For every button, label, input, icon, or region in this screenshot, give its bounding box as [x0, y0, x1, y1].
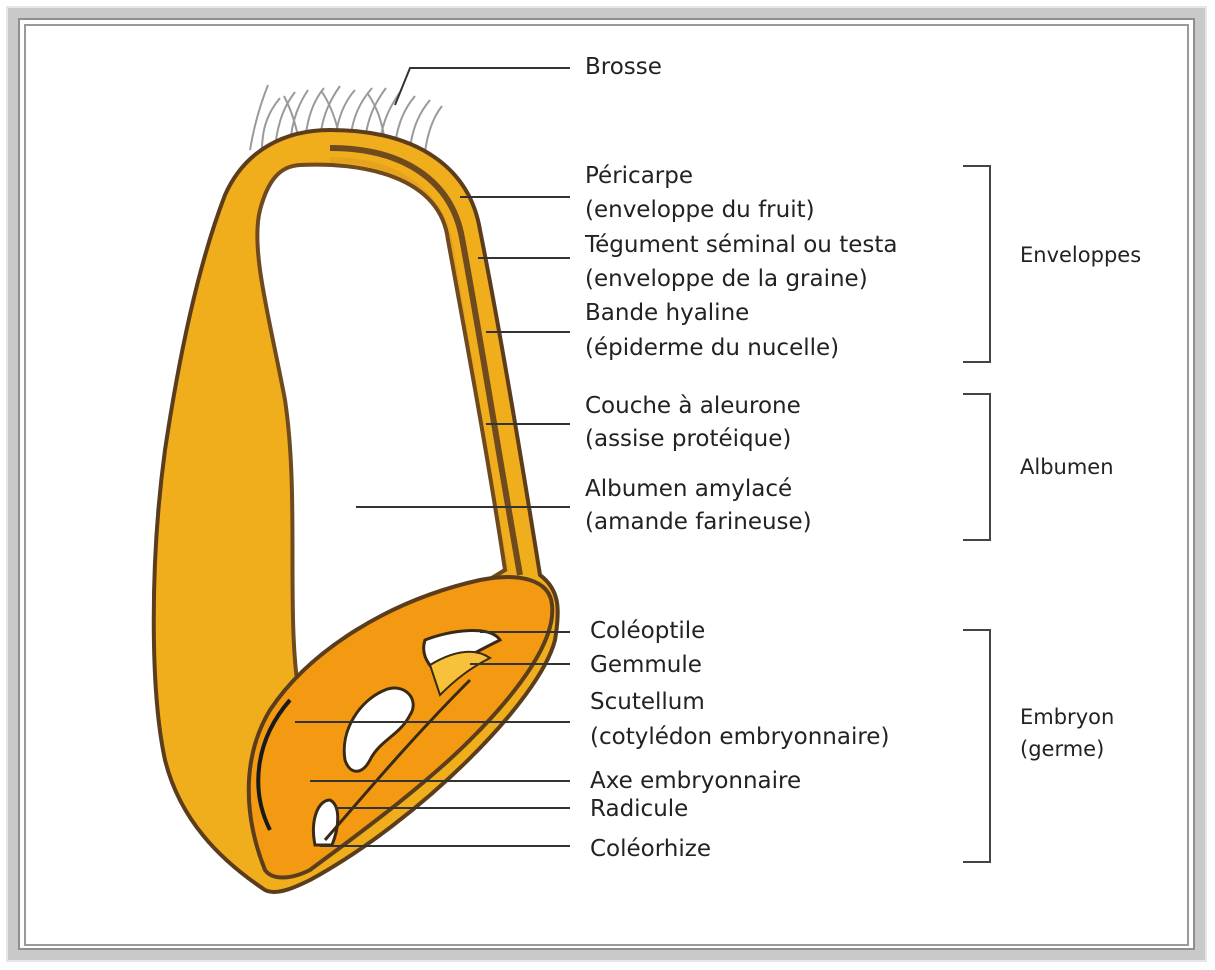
label-coleoptile: Coléoptile: [590, 614, 705, 648]
label-couche: Couche à aleurone: [585, 389, 801, 423]
label-scutellum-sub: (cotylédon embryonnaire): [590, 720, 889, 754]
group-embryon: Embryon: [1020, 702, 1114, 733]
label-pericarpe-sub: (enveloppe du fruit): [585, 193, 815, 227]
label-coleorhize: Coléorhize: [590, 832, 711, 866]
group-albumen: Albumen: [1020, 452, 1114, 483]
label-bande-sub: (épiderme du nucelle): [585, 331, 839, 365]
label-scutellum: Scutellum: [590, 685, 705, 719]
label-brosse: Brosse: [585, 50, 662, 84]
label-gemmule: Gemmule: [590, 648, 702, 682]
label-bande: Bande hyaline: [585, 296, 749, 330]
label-tegument: Tégument séminal ou testa: [585, 228, 897, 262]
label-radicule: Radicule: [590, 792, 688, 826]
label-tegument-sub: (enveloppe de la graine): [585, 262, 868, 296]
label-couche-sub: (assise protéique): [585, 422, 791, 456]
label-pericarpe: Péricarpe: [585, 159, 693, 193]
group-enveloppes: Enveloppes: [1020, 240, 1141, 271]
label-albumen-amylace: Albumen amylacé: [585, 472, 792, 506]
label-albumen-amylace-sub: (amande farineuse): [585, 505, 812, 539]
group-embryon-sub: (germe): [1020, 734, 1104, 765]
group-brackets: [963, 166, 990, 862]
